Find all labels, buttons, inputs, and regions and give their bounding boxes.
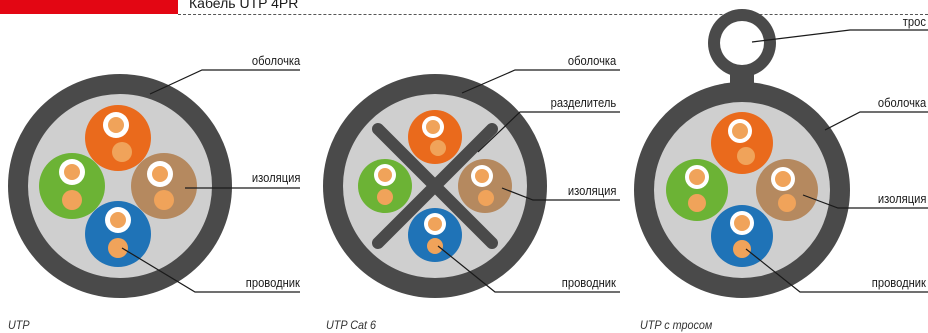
separator-bar-b [372,123,498,249]
utp-cross-section [8,69,300,298]
pair-green [358,159,412,213]
pair-orange [711,112,773,174]
pair-blue [408,208,462,262]
cable-core [720,21,764,65]
leader-separator [477,111,620,153]
pair-brown [458,159,512,213]
label-jacket: оболочка [251,53,300,68]
utp-with-cable-cross-section [634,9,928,298]
label-separator: разделитель [550,95,616,110]
diagram-utp-with-cable: трос оболочка изоляция проводник UTP с т… [634,0,928,333]
label-conductor: проводник [245,275,300,290]
leader-conductor [121,247,300,293]
leader-conductor [745,248,928,293]
label-jacket: оболочка [567,53,616,68]
diagram-utp: оболочка изоляция проводник UTP [0,0,320,333]
pair-blue [85,201,151,267]
pair-green [39,153,105,219]
caption-utp-with-cable: UTP с тросом [640,318,713,332]
label-insulation: изоляция [877,191,926,206]
pair-brown [756,159,818,221]
header-divider [178,14,928,15]
pair-orange [85,105,151,171]
utp-cat6-cross-section [323,69,620,298]
label-cable: трос [902,14,926,29]
label-jacket: оболочка [877,95,926,110]
pair-green [666,159,728,221]
leader-jacket [149,69,300,95]
caption-utp-cat6: UTP Cat 6 [326,318,377,332]
leader-cable [751,29,928,43]
pair-orange [408,110,462,164]
label-insulation: изоляция [567,183,616,198]
diagram-utp-cat6: оболочка разделитель изоляция проводник … [320,0,640,333]
page-title: Кабель UTP 4PR [189,0,299,11]
leader-insulation [501,187,620,201]
label-insulation: изоляция [251,170,300,185]
fill-area [654,102,830,278]
leader-jacket [824,111,928,131]
caption-utp: UTP [8,318,30,332]
leader-conductor [437,245,620,293]
pair-brown [131,153,197,219]
pair-blue [711,205,773,267]
fill-area [28,94,212,278]
label-conductor: проводник [871,275,926,290]
header-accent-bar [0,0,178,14]
label-conductor: проводник [561,275,616,290]
leader-insulation [802,194,928,209]
leader-jacket [461,69,620,94]
